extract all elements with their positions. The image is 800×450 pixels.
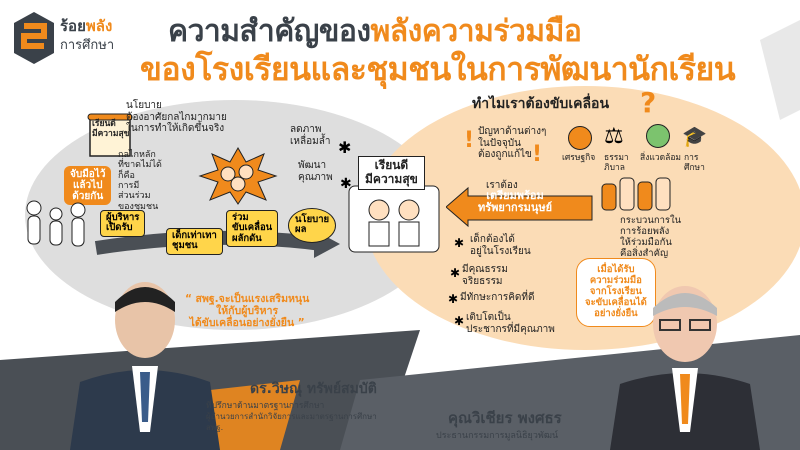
problem-text: ปัญหาด้านต่างๆ ในปัจจุบัน ต้องถูกแก้ไข	[478, 126, 547, 160]
policy-text: นโยบาย ต้องอาศัยกลไกมากมาย ในการทำให้เกิ…	[126, 100, 227, 134]
left-person-portrait	[70, 282, 220, 450]
banner-arrow-icon	[446, 186, 593, 228]
raised-hands-icon	[601, 177, 671, 211]
people-group-icon	[26, 200, 86, 247]
page-title-line2: ของโรงเรียนและชุมชนในการพัฒนานักเรียน	[140, 50, 736, 88]
left-person-name: ดร.วิษณุ ทรัพย์สมบัติ	[250, 381, 377, 397]
tag-join: ร่วม ขับเคลื่อน ผลักดัน	[226, 210, 279, 248]
outcome-3: มีทักษะการคิดที่ดี	[460, 292, 535, 303]
right-person-portrait	[610, 286, 760, 450]
sign-text: เรียนดี มีความสุข	[365, 158, 418, 186]
economy-icon	[568, 126, 592, 150]
icon-label-environment: สิ่งแวดล้อม	[640, 153, 682, 163]
outcome-4: เติบโตเป็น ประชากรที่มีคุณภาพ	[466, 312, 555, 335]
question-icon: ?	[640, 86, 657, 119]
we-must-text: เราต้อง	[486, 180, 518, 191]
cooperation-bubble: เมื่อได้รับ ความร่วมมือ จากโรงเรียน จะขั…	[576, 258, 656, 327]
quote-text: “ สพฐ.จะเป็นแรงเสริมหนุน ให้กับผู้บริหาร…	[185, 293, 310, 330]
right-person-name: คุณวิเชียร พงศธร	[448, 409, 562, 427]
icon-label-governance: ธรรมา ภิบาล	[604, 153, 629, 173]
tag-kids: เด็กเท่าเทา ชุมชน	[166, 228, 223, 255]
icon-label-economy: เศรษฐกิจ	[562, 153, 596, 163]
outcome-1: เด็กต้องได้ อยู่ในโรงเรียน	[470, 234, 531, 257]
exclamation-icon: !	[532, 142, 543, 167]
star-icon: ✱	[340, 176, 352, 192]
students-icon	[348, 185, 440, 253]
star-icon: ✱	[450, 266, 461, 280]
left-person-role-3: สพฐ.	[206, 423, 224, 432]
logo	[10, 10, 138, 70]
scale-icon: ⚖	[604, 124, 624, 149]
star-icon: ✱	[454, 314, 465, 328]
why-title: ทำไมเราต้องขับเคลื่อน	[472, 96, 610, 112]
scroll-icon	[87, 113, 133, 157]
community-burst-icon	[198, 146, 278, 205]
star-icon: ✱	[454, 236, 465, 250]
mechanism-text: กลไกหลัก ที่ขาดไม่ได้ ก็คือ การมี ส่วนร่…	[118, 150, 162, 212]
left-person-role-1: ที่ปรึกษาด้านมาตรฐานการศึกษา	[206, 401, 325, 411]
handshake-bubble: จับมือไว้ แล้วไป ด้วยกัน	[64, 166, 112, 205]
tag-admin: ผู้บริหาร เปิดรับ	[100, 210, 146, 237]
exclamation-icon: !	[464, 128, 475, 153]
develop-quality-text: พัฒนา คุณภาพ	[298, 160, 333, 183]
logo-mark-icon	[14, 12, 54, 64]
globe-icon	[646, 124, 670, 148]
process-text: กระบวนการใน การร้อยพลัง ให้ร่วมมือกัน คื…	[620, 215, 682, 259]
prepare-banner: เตรียมพร้อม ทรัพยากรมนุษย์	[478, 189, 553, 215]
tag-policy: นโยบาย ผล	[288, 208, 337, 243]
graduation-cap-icon: 🎓	[682, 124, 707, 148]
sign-board: เรียนดี มีความสุข	[358, 156, 425, 190]
star-icon: ✱	[448, 292, 459, 306]
policy-scroll-text: เรียนดี มีความสุข	[92, 119, 130, 139]
left-person-role-2: ผู้อำนวยการสำนักวิจัยการและมาตรฐานการศึก…	[206, 412, 377, 421]
page-title-line1: ความสำคัญของพลังความร่วมมือ	[168, 14, 582, 49]
logo-subtitle: การศึกษา	[60, 38, 115, 53]
logo-name: ร้อยพลัง	[60, 17, 113, 35]
right-person-role: ประธานกรรมการมูลนิธิยุวพัฒน์	[436, 431, 559, 441]
outcome-2: มีคุณธรรม จริยธรรม	[462, 264, 508, 287]
icon-label-education: การ ศึกษา	[684, 153, 705, 173]
reduce-gap-text: ลดภาพ เหลื่อมล้ำ	[290, 124, 331, 147]
star-icon: ✱	[338, 138, 352, 157]
